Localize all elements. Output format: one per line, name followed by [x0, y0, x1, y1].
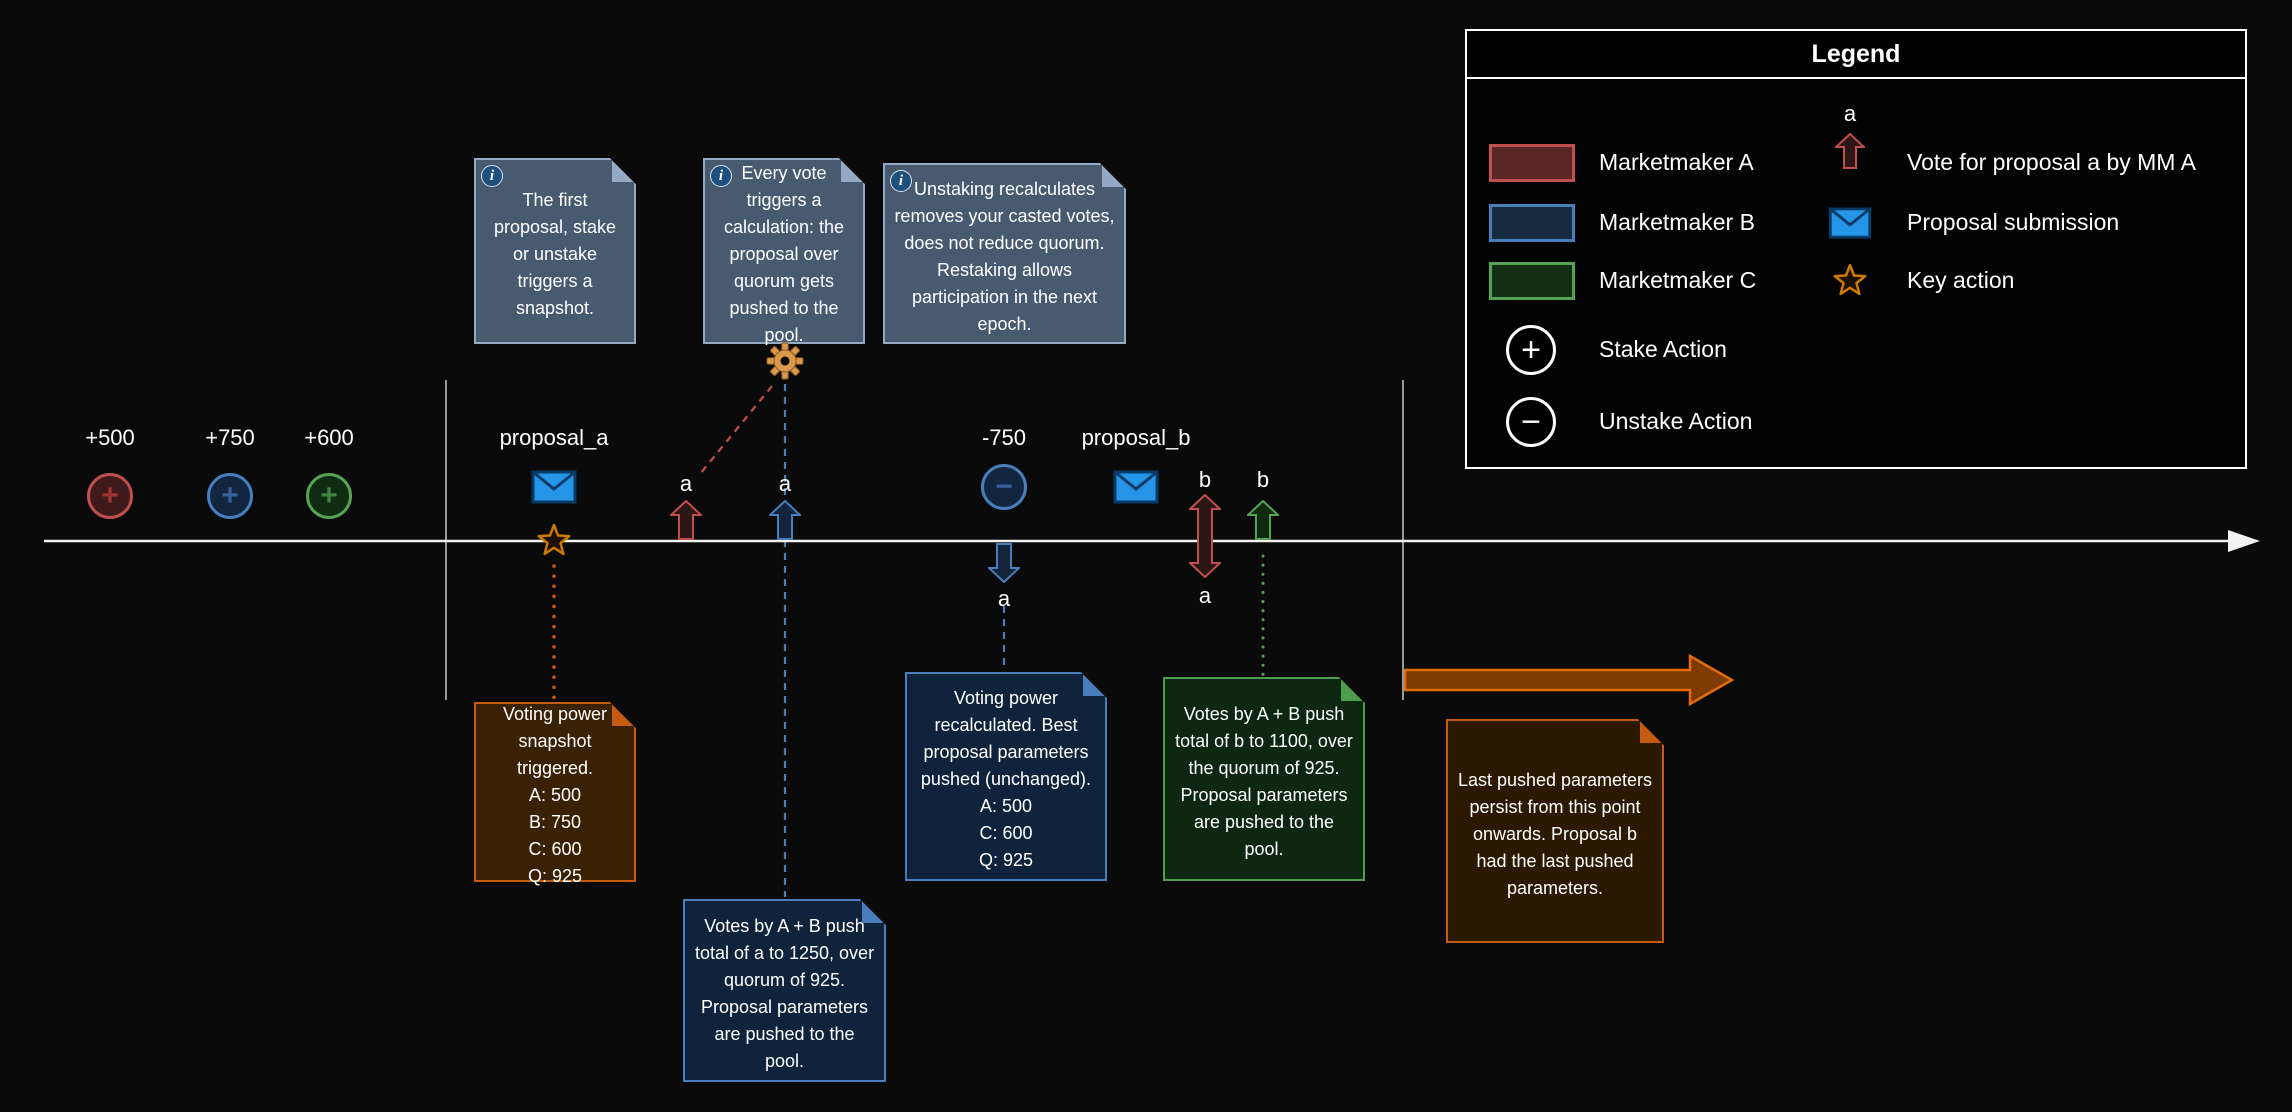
note-text: Votes by A + B push total of a to 1250, … [694, 915, 875, 1071]
stake-event-mm-a: +500 + [50, 424, 170, 519]
legend-panel: Legend Marketmaker A Marketmaker B Marke… [1465, 29, 2247, 469]
info-icon: i [710, 165, 732, 187]
legend-label-stake-action: Stake Action [1599, 336, 1727, 362]
legend-vote-letter: a [1843, 101, 1857, 126]
vote-label: b [1256, 467, 1270, 492]
note-parameters-persist: Last pushed parameters persist from this… [1446, 719, 1664, 943]
stake-amount-label: +500 [85, 425, 135, 450]
info-note-vote-calculation-rule: i Every vote triggers a calculation: the… [703, 158, 865, 345]
epoch-continuation-arrow-icon [1404, 654, 1734, 706]
info-note-text: Unstaking recalculates removes your cast… [894, 178, 1115, 334]
legend-swatch-marketmaker-b [1489, 204, 1575, 242]
stake-event-mm-c: +600 + [269, 424, 389, 519]
stake-action-icon-mm-a: + [87, 473, 133, 519]
stake-action-icon-mm-b: + [207, 473, 253, 519]
note-votes-push-proposal-a: Votes by A + B push total of a to 1250, … [683, 899, 886, 1082]
plus-glyph: + [1521, 330, 1541, 369]
vote-a-by-mm-b: a [725, 470, 845, 540]
stake-amount-label: +600 [304, 425, 354, 450]
legend-vote-arrow-icon [1835, 133, 1865, 169]
unstake-amount-label: -750 [981, 425, 1027, 450]
vote-b-by-mm-c: b [1203, 466, 1323, 540]
legend-label-unstake-action: Unstake Action [1599, 408, 1753, 434]
vote-up-arrow-mm-a-icon [670, 500, 702, 540]
vote-up-arrow-mm-c-icon [1247, 500, 1279, 540]
vote-up-arrow-mm-b-icon [769, 500, 801, 540]
stake-amount-label: +750 [205, 425, 255, 450]
note-text: Votes by A + B push total of b to 1100, … [1175, 704, 1353, 859]
vote-b-by-mm-a: b a [1145, 466, 1265, 610]
stake-event-mm-b: +750 + [170, 424, 290, 519]
removed-vote-label: a [997, 586, 1011, 611]
proposal-submission-icon [1113, 470, 1159, 504]
legend-label-marketmaker-c: Marketmaker C [1599, 267, 1757, 293]
vote-switch-double-arrow-mm-a-icon [1189, 494, 1221, 578]
plus-glyph: + [320, 479, 338, 512]
note-voting-power-snapshot: Voting power snapshot triggered. A: 500 … [474, 702, 636, 886]
key-action-star-icon [537, 523, 571, 556]
note-voting-power-recalculated: Voting power recalculated. Best proposal… [905, 672, 1107, 881]
vote-top-label: b [1198, 467, 1212, 492]
plus-glyph: + [221, 479, 239, 512]
legend-label-proposal-submission: Proposal submission [1907, 209, 2120, 235]
legend-swatch-marketmaker-a [1489, 144, 1575, 182]
note-text: Voting power snapshot triggered. A: 500 … [502, 703, 608, 886]
legend-label-key-action: Key action [1907, 267, 2015, 293]
legend-key-action-star-icon [1833, 263, 1867, 296]
proposal-b-label: proposal_b [1081, 425, 1191, 450]
gear-icon [766, 342, 804, 380]
minus-glyph: − [995, 470, 1013, 503]
proposal-a-event: proposal_a [494, 424, 614, 559]
info-note-unstaking-rule: i Unstaking recalculates removes your ca… [883, 163, 1126, 344]
info-icon: i [481, 165, 503, 187]
vote-a-by-mm-a: a [626, 470, 746, 540]
note-votes-push-proposal-b: Votes by A + B push total of b to 1100, … [1163, 677, 1365, 881]
proposal-submission-icon [531, 470, 577, 504]
proposal-b-event: proposal_b [1076, 424, 1196, 504]
vote-bottom-label: a [1198, 583, 1212, 608]
plus-glyph: + [101, 479, 119, 512]
vote-removed-down-arrow-icon [988, 543, 1020, 583]
legend-proposal-submission-icon [1828, 207, 1872, 239]
note-text: Last pushed parameters persist from this… [1457, 769, 1653, 898]
vote-label: a [679, 471, 693, 496]
timeline-arrowhead-icon [2228, 530, 2260, 552]
legend-swatch-marketmaker-c [1489, 262, 1575, 300]
legend-stake-action-icon: + [1506, 325, 1556, 375]
stake-action-icon-mm-c: + [306, 473, 352, 519]
legend-title: Legend [1467, 31, 2245, 79]
info-icon: i [890, 170, 912, 192]
note-text: Voting power recalculated. Best proposal… [920, 688, 1092, 870]
info-note-snapshot-rule: i The first proposal, stake or unstake t… [474, 158, 636, 344]
info-note-text: Every vote triggers a calculation: the p… [723, 162, 845, 345]
legend-label-vote: Vote for proposal a by MM A [1907, 149, 2196, 175]
vote-label: a [778, 471, 792, 496]
legend-label-marketmaker-a: Marketmaker A [1599, 149, 1754, 175]
connector-gear-to-vote-dashed [699, 385, 773, 475]
minus-glyph: − [1521, 402, 1541, 441]
unstake-action-icon-mm-b: − [981, 464, 1027, 510]
legend-label-marketmaker-b: Marketmaker B [1599, 209, 1755, 235]
unstake-event-mm-b: -750 − a [944, 424, 1064, 613]
info-note-text: The first proposal, stake or unstake tri… [493, 189, 617, 318]
legend-unstake-action-icon: − [1506, 397, 1556, 447]
proposal-a-label: proposal_a [499, 425, 609, 450]
